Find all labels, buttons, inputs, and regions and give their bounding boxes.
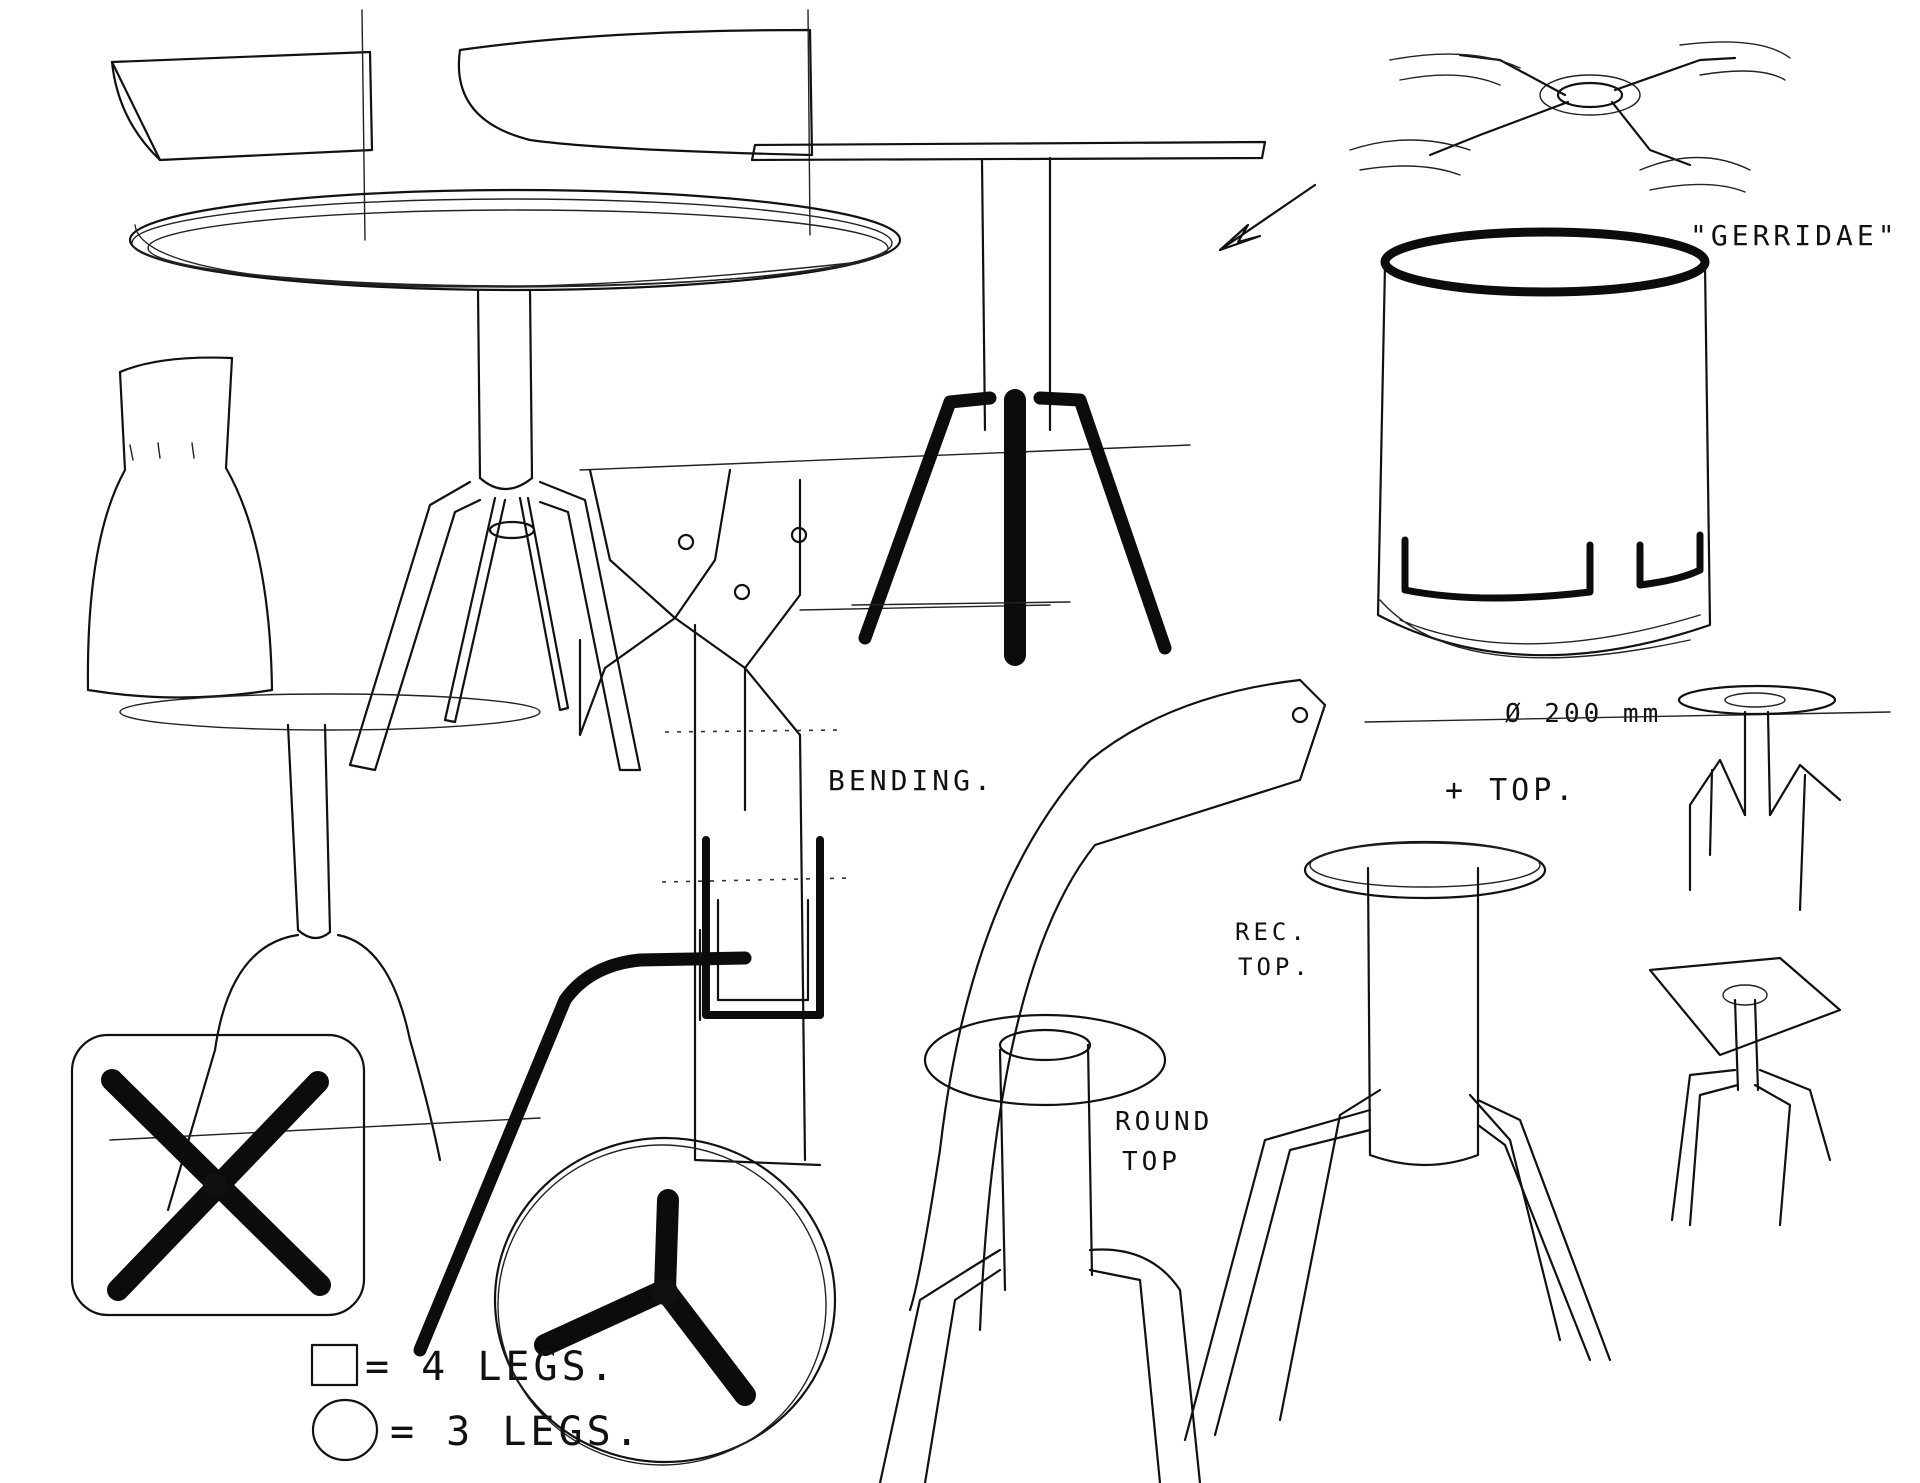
annotation-rect-top-2: TOP. (1238, 953, 1312, 981)
annotation-plus-top: + TOP. (1445, 773, 1577, 808)
round-top-stool (878, 1013, 1202, 1483)
small-square-top-stool (1648, 956, 1842, 1227)
legend-circle-symbol (311, 1398, 379, 1462)
annotation-rect-top-1: REC. (1235, 918, 1309, 946)
legend-three-legs: = 3 LEGS. (390, 1409, 643, 1455)
table-side-elevation (750, 140, 1267, 666)
dimension-line (1364, 711, 1891, 723)
annotation-bending: BENDING. (828, 764, 995, 797)
bent-leg-profile (413, 928, 752, 1357)
rect-top-stool (1183, 840, 1612, 1442)
annotation-diameter: Ø 200 mm (1505, 699, 1662, 729)
annotation-gerridae: "GERRIDAE" (1690, 219, 1899, 252)
seat-pad-sketch-right (457, 9, 814, 236)
small-round-top-stool (1677, 684, 1842, 912)
curved-leg-profile (908, 678, 1327, 1332)
water-strider-sketch (1349, 41, 1791, 193)
table-column-with-legs (348, 288, 642, 772)
arrow-to-gerridae (1218, 183, 1317, 252)
four-leg-plan-view (70, 1033, 366, 1317)
three-leg-plan-view (493, 1136, 837, 1466)
round-table-top (128, 188, 902, 292)
legend-four-legs: = 4 LEGS. (365, 1344, 618, 1390)
legend-square-symbol (310, 1343, 359, 1387)
annotation-round-top-1: ROUND (1115, 1107, 1213, 1137)
cylinder-stool-sketch (1376, 227, 1712, 659)
bending-flat-pattern (578, 444, 1191, 1167)
legend: = 4 LEGS. = 3 LEGS. (310, 1343, 643, 1462)
annotation-round-top-2: TOP (1122, 1147, 1181, 1177)
